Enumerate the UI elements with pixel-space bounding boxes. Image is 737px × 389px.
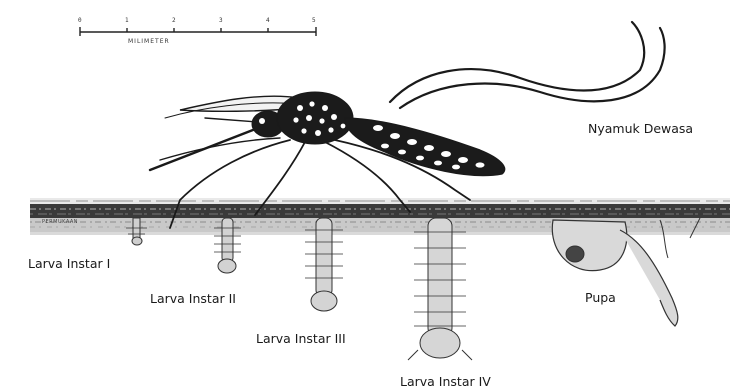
scale-tick: 4 — [266, 17, 270, 24]
scale-tick: 1 — [125, 17, 129, 24]
label-larva-instar-1: Larva Instar I — [28, 256, 110, 271]
label-larva-instar-3: Larva Instar III — [256, 331, 346, 346]
label-larva-instar-2: Larva Instar II — [150, 291, 236, 306]
scale-tick: 5 — [312, 17, 316, 24]
larva-instar-4 — [408, 218, 472, 360]
label-pupa: Pupa — [585, 290, 616, 305]
label-larva-instar-4: Larva Instar IV — [400, 374, 491, 389]
scale-tick: 0 — [78, 17, 82, 24]
scale-bar — [80, 27, 316, 36]
scale-tick: 3 — [219, 17, 223, 24]
scale-tick: 2 — [172, 17, 176, 24]
surface-label: PERMUKAAN — [42, 219, 78, 225]
scale-unit-label: MILIMETER — [128, 38, 170, 45]
label-adult-mosquito: Nyamuk Dewasa — [588, 121, 693, 136]
